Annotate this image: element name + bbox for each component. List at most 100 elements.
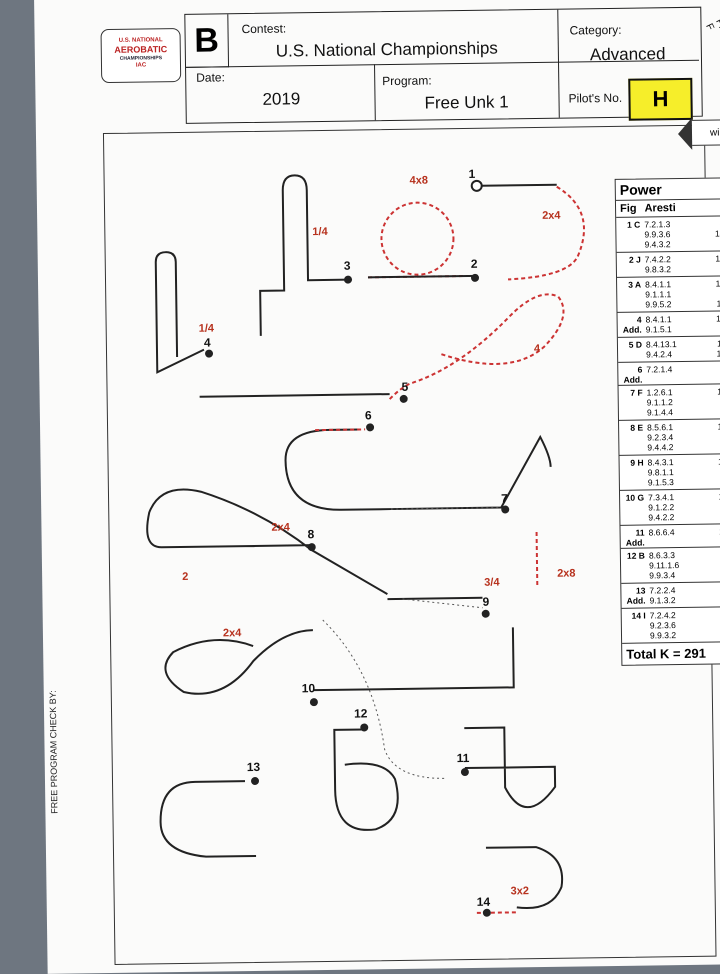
aresti-code: 9.1.5.3 [647,477,674,488]
loop-figure-10 [164,629,313,695]
dot-9 [481,609,490,618]
k-value: 11 [711,569,720,579]
hammer-figure-1 [507,185,585,281]
line-figure-1 [367,183,557,279]
k-value: 8 [709,406,720,416]
k-value: 8 [709,396,720,406]
col-aresti: Aresti [644,202,676,215]
label-11: 11 [457,751,470,765]
label-2b: 2 [182,571,188,583]
k-value: 12 [715,253,720,264]
label-13: 13 [247,760,261,774]
line-figure-5 [199,393,390,398]
table-row: 5 D8.4.13.19.4.2.4111324 [617,336,720,363]
k-value: 6 [708,363,720,373]
label-12: 12 [354,706,368,720]
dot-11 [460,768,469,777]
dot-6 [366,423,375,432]
k-value: 7 [710,511,720,521]
k-value: 16 [710,491,720,501]
dot-3 [344,275,353,284]
dot-10 [309,698,318,707]
k-value: 7 [711,584,720,594]
label-9: 9 [482,595,489,609]
row-k: 61211 [710,607,720,641]
dot-8 [307,543,316,552]
aresti-code: 9.4.3.2 [644,239,671,250]
table-rows: 1 C7.2.1.39.9.3.69.4.3.28145272 J7.4.2.2… [616,216,720,644]
vertical-figure-9 [535,532,539,588]
loop-figure-2 [380,201,455,276]
table-row: 2 J7.4.2.29.8.3.212719 [616,251,720,278]
k-value: 7 [710,466,720,476]
row-k: 1488 [707,384,720,418]
label-7: 7 [501,491,508,505]
k-value: 14 [717,386,720,397]
k-value: 13 [711,526,720,536]
roll-2x4-c: 2x4 [223,627,242,639]
table-row: 7 F1.2.6.19.1.1.29.1.4.4148830 [618,384,720,421]
label-8: 8 [307,527,314,541]
table-row: 6 Add.7.2.1.466 [618,361,720,386]
col-fig: Fig [619,202,637,215]
aresti-code: 9.9.3.2 [649,630,677,641]
roll-2x4-b: 2x4 [271,521,290,533]
k-value: 13 [715,278,720,289]
dot-7 [501,505,510,514]
k-value: 11 [716,298,720,309]
row-fig: 1 C [626,219,641,230]
row-fig: 12 B [626,550,645,561]
row-fig: 9 H [630,457,644,468]
k-value: 14 [714,228,720,239]
dot-14 [482,908,491,917]
label-1: 1 [468,167,475,181]
row-fig: 6 Add. [623,364,643,385]
row-fig: 10 G [625,492,645,503]
k-value: 8 [706,218,720,228]
row-k: 13311 [709,547,720,581]
k-value: 13 [716,313,720,324]
row-k: 132 [706,311,720,335]
row-fig: 4 Add. [622,314,642,335]
line-figure-11 [464,726,557,808]
row-aresti: 8.6.6.4 [646,525,708,548]
table-header: Fig Aresti K [615,199,720,218]
row-fig: 14 I [631,610,646,621]
aresti-code: 8.6.6.4 [648,527,675,538]
row-fig: 7 F [630,387,643,398]
connector-lines [322,507,502,779]
line-figure-7 [391,434,552,511]
row-fig: 2 J [628,254,641,265]
row-fig: 13 Add. [626,585,646,606]
start-dot-1 [470,179,483,192]
side-label: FREE PROGRAM CHECK BY: [47,690,60,814]
aresti-code: 9.8.3.2 [644,264,671,275]
label-5: 5 [401,380,408,394]
row-k: 127 [705,251,720,275]
k-value: 3 [711,559,720,569]
k-value: 6 [712,609,720,619]
line-figure-3 [259,174,349,336]
k-value: 5 [709,441,720,451]
k-value: 10 [717,421,720,432]
k-value: 5 [706,238,720,248]
k-value: 11 [712,629,720,639]
loop-figure-13 [159,780,257,858]
dot-12 [360,723,369,732]
aresti-code: 9.4.2.2 [648,512,675,523]
loop-figure-8 [146,488,388,595]
label-10: 10 [302,681,316,695]
power-table: Power Fig Aresti K 1 C7.2.1.39.9.3.69.4.… [614,177,720,666]
row-k: 1576 [707,454,720,488]
aresti-code: 7.2.1.4 [646,364,673,375]
k-value: 7 [707,263,720,273]
table-row: 4 Add.8.4.1.19.1.5.11326 [617,311,720,338]
table-row: 12 B8.6.3.39.11.1.69.9.3.41331127 [620,547,720,584]
